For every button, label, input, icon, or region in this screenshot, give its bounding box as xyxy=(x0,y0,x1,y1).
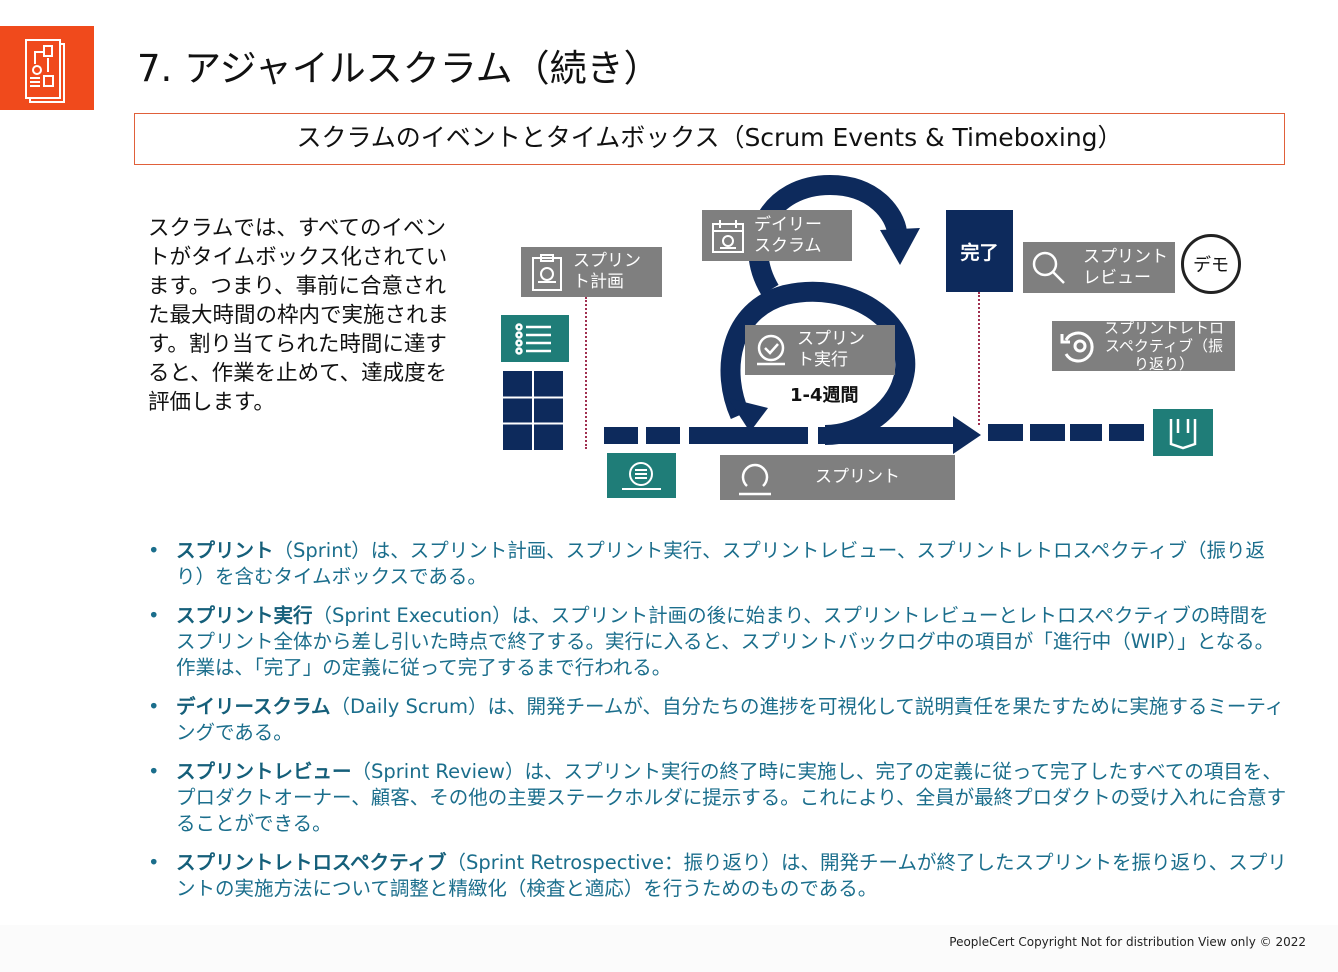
magnifier-icon xyxy=(1032,251,1065,284)
sprint-arrow xyxy=(818,416,981,454)
logo xyxy=(0,26,94,110)
retrospective-box: スプリントレトロスペクティブ（振り返り） xyxy=(1052,321,1235,371)
calendar-icon xyxy=(712,219,744,253)
bullet-item: スプリント実行（Sprint Execution）は、スプリント計画の後に始まり… xyxy=(148,603,1288,681)
duration-label: 1-4週間 xyxy=(790,385,859,406)
bullet-text: （Sprint）は、スプリント計画、スプリント実行、スプリントレビュー、スプリン… xyxy=(176,539,1265,588)
check-cycle-icon xyxy=(757,334,785,366)
bullet-text: （Sprint Retrospective：振り返り）は、開発チームが終了したス… xyxy=(176,851,1287,900)
backlog-items-grid xyxy=(503,371,563,450)
sprint-box: スプリント xyxy=(720,455,955,500)
backlog-bar xyxy=(604,427,638,444)
sprint-planning-box: スプリント計画 xyxy=(521,247,662,297)
cycle-icon xyxy=(739,463,771,495)
retro-cycle-icon xyxy=(1060,331,1094,363)
bullet-text: （Sprint Execution）は、スプリント計画の後に始まり、スプリントレ… xyxy=(176,604,1275,679)
bullet-term: デイリースクラム xyxy=(176,695,331,718)
bullet-item: スプリント（Sprint）は、スプリント計画、スプリント実行、スプリントレビュー… xyxy=(148,538,1288,590)
sprint-review-label: スプリントレビュー xyxy=(1083,246,1168,288)
sprint-execution-box: スプリント実行 xyxy=(745,325,895,375)
intro-paragraph: スクラムでは、すべてのイベントがタイムボックス化されています。つまり、事前に合意… xyxy=(148,216,450,415)
increment-bar xyxy=(1070,424,1102,441)
sprint-bar xyxy=(689,427,808,444)
bullet-item: デイリースクラム（Daily Scrum）は、開発チームが、自分たちの進捗を可視… xyxy=(148,694,1288,746)
page-title: 7. アジャイルスクラム（続き） xyxy=(137,47,661,90)
copyright-text: PeopleCert Copyright Not for distributio… xyxy=(949,935,1306,949)
clipboard-icon xyxy=(532,254,562,291)
bullet-text: （Daily Scrum）は、開発チームが、自分たちの進捗を可視化して説明責任を… xyxy=(176,695,1285,744)
sprint-review-box: スプリントレビュー xyxy=(1023,242,1175,293)
bullet-term: スプリント実行 xyxy=(176,604,313,627)
daily-scrum-box: デイリースクラム xyxy=(702,210,852,261)
done-box: 完了 xyxy=(946,210,1013,292)
sprint-planning-label: スプリント計画 xyxy=(573,251,641,292)
bullet-term: スプリント xyxy=(176,539,274,562)
increment-bar xyxy=(988,424,1023,441)
increment-bar xyxy=(1030,424,1065,441)
bullet-item: スプリントレトロスペクティブ（Sprint Retrospective：振り返り… xyxy=(148,850,1288,902)
bullet-text: （Sprint Review）は、スプリント実行の終了時に実施し、完了の定義に従… xyxy=(176,760,1287,835)
sprint-label: スプリント xyxy=(815,467,900,487)
bullet-term: スプリントレビュー xyxy=(176,760,352,783)
product-backlog-icon xyxy=(501,315,569,362)
sprint-backlog-icon xyxy=(607,453,676,498)
book-flowchart-icon xyxy=(25,39,65,103)
section-subtitle: スクラムのイベントとタイムボックス（Scrum Events & Timebox… xyxy=(134,113,1285,165)
footer: PeopleCert Copyright Not for distributio… xyxy=(0,925,1338,972)
bullet-item: スプリントレビュー（Sprint Review）は、スプリント実行の終了時に実施… xyxy=(148,759,1288,837)
daily-scrum-label: デイリースクラム xyxy=(754,214,822,256)
planning-divider xyxy=(585,297,587,449)
sprint-execution-label: スプリント実行 xyxy=(797,329,865,370)
demo-circle: デモ xyxy=(1181,234,1241,294)
increment-icon xyxy=(1153,409,1213,456)
backlog-bar xyxy=(646,427,680,444)
done-divider xyxy=(978,292,980,425)
bullet-list: スプリント（Sprint）は、スプリント計画、スプリント実行、スプリントレビュー… xyxy=(148,538,1288,915)
bullet-term: スプリントレトロスペクティブ xyxy=(176,851,447,874)
increment-bar xyxy=(1109,424,1144,441)
retrospective-label: スプリントレトロスペクティブ（振り返り） xyxy=(1104,321,1225,371)
